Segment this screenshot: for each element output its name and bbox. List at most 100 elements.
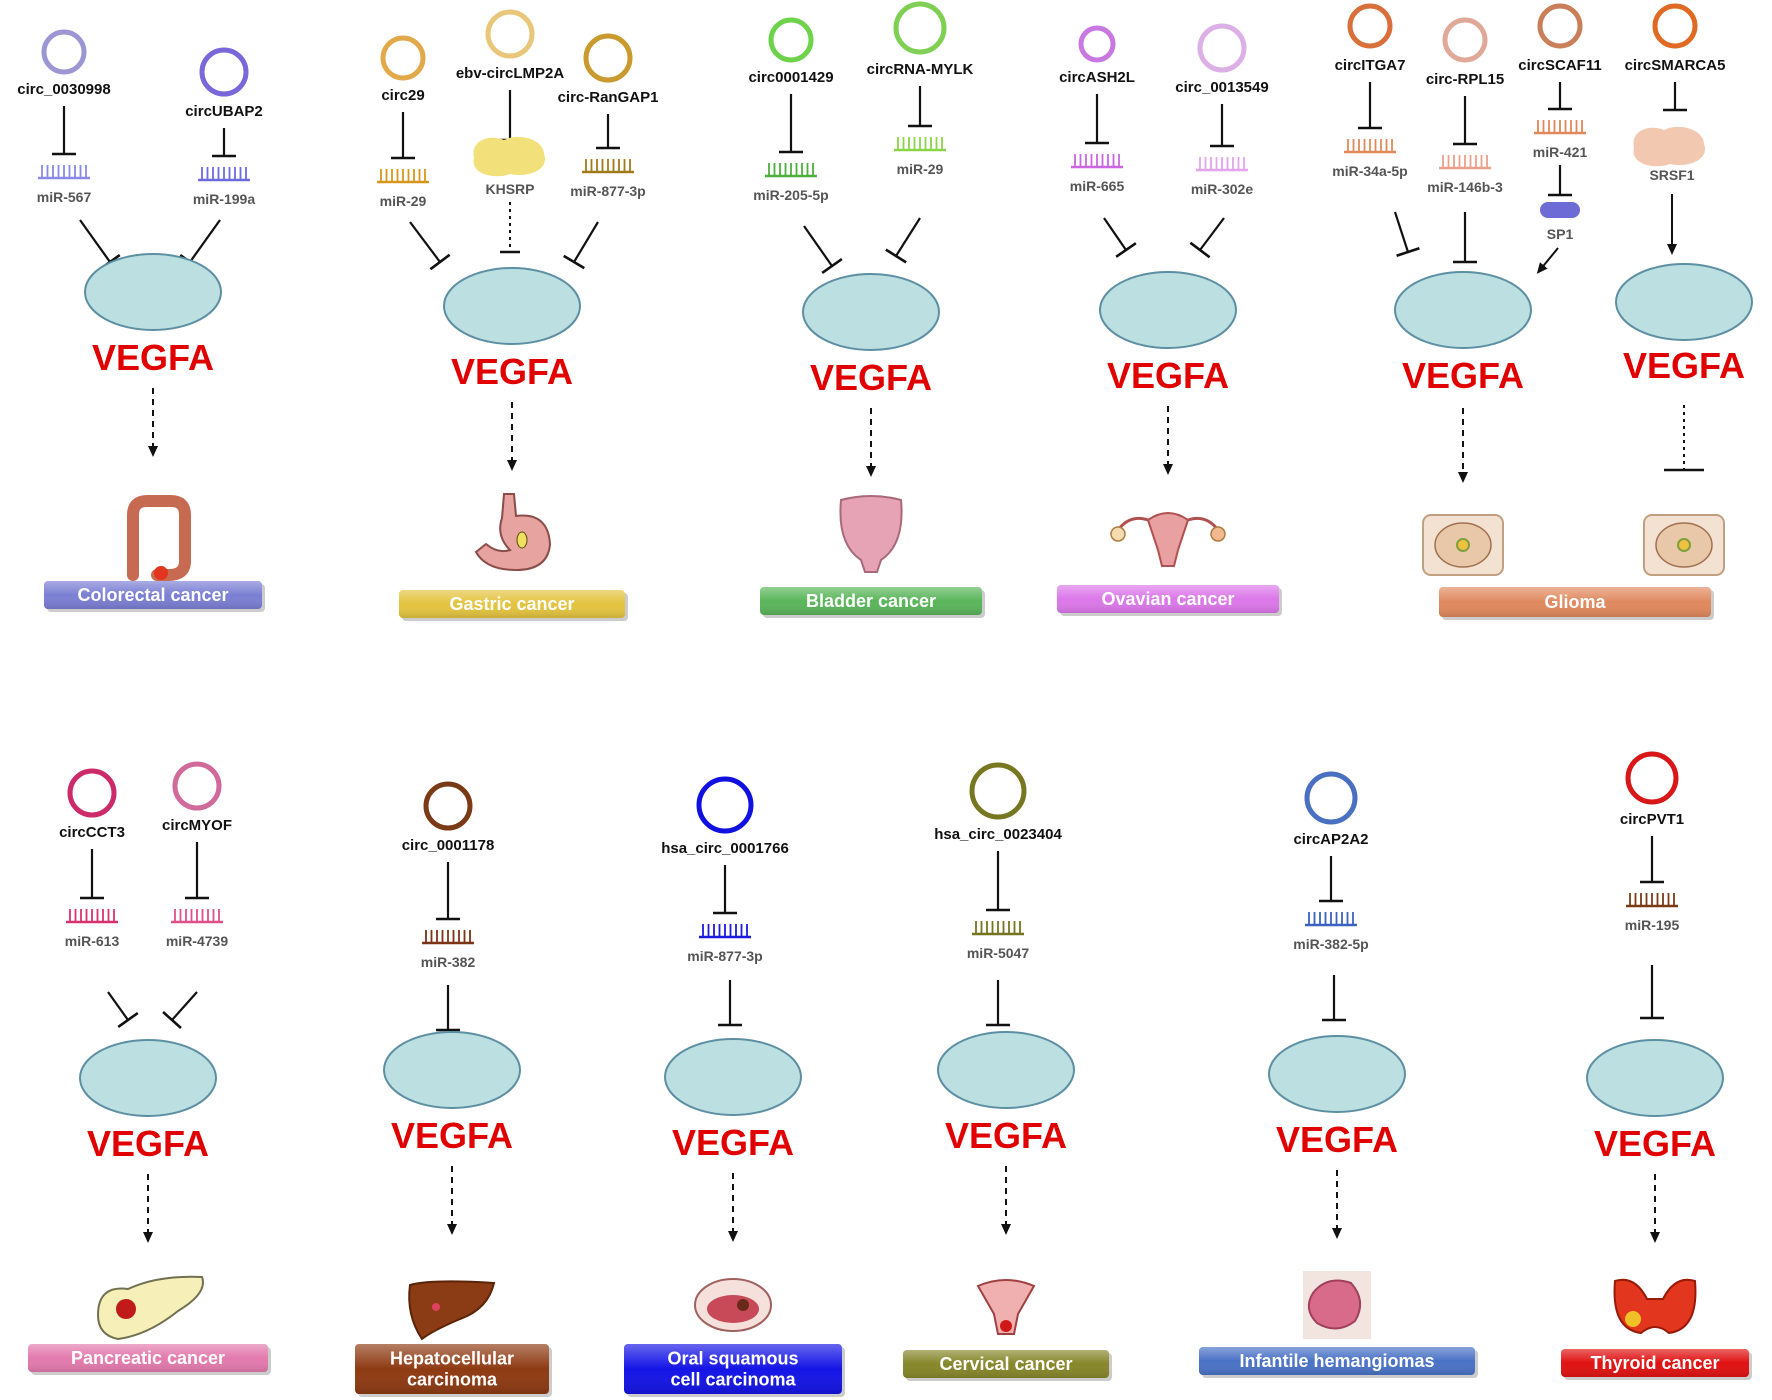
circrna-ring-icon <box>969 762 1027 820</box>
circ-inhibit-connector <box>1548 82 1572 111</box>
circrna-name: circ_0001178 <box>402 837 495 854</box>
inhibit-bar <box>821 258 843 274</box>
label-gloss <box>1439 587 1711 617</box>
protein-name: KHSRP <box>485 181 534 197</box>
connector-line <box>803 225 833 267</box>
circ-inhibit-connector <box>713 865 737 915</box>
cancer-label-text: Ovavian cancer <box>1101 589 1234 609</box>
mirna-name: miR-4739 <box>166 933 228 949</box>
circrna-ring-icon <box>199 47 249 97</box>
mirna-comb-icon <box>1344 139 1396 154</box>
protein-name: SRSF1 <box>1649 167 1694 183</box>
circ-inhibit-connector <box>1663 82 1687 112</box>
circ-inhibit-connector <box>779 94 803 154</box>
cancer-label-text: carcinoma <box>407 1370 498 1390</box>
protein-shape <box>473 136 546 177</box>
hemangioma-icon <box>1303 1271 1371 1339</box>
circ-inhibit-connector <box>1319 856 1343 903</box>
circ-inhibit-connector <box>1453 96 1477 146</box>
mirna-inhibit-connector <box>436 985 460 1032</box>
bladder-shape <box>839 495 903 573</box>
mirna-name: miR-205-5p <box>753 187 828 203</box>
mirna-inhibit-connector <box>1393 211 1420 257</box>
mirna-inhibit-connector <box>162 991 198 1029</box>
lesion-shape <box>1307 1279 1362 1330</box>
tumor-spot <box>154 566 168 580</box>
circrna-ring-icon <box>172 761 222 811</box>
vegfa-label: VEGFA <box>1594 1123 1716 1164</box>
circrna-name: hsa_circ_0001766 <box>661 840 789 857</box>
circrna-ring-icon <box>768 17 814 63</box>
mirna-comb-icon <box>765 163 817 178</box>
mirna-comb-icon <box>1534 120 1586 135</box>
mirna-inhibit-connector <box>1189 217 1225 259</box>
tumor-spot <box>116 1299 136 1319</box>
mirna-name: miR-146b-3 <box>1427 179 1503 195</box>
vegfa-label: VEGFA <box>92 337 214 378</box>
circrna-ring-icon <box>1078 25 1116 63</box>
circrna-ring-icon <box>1625 751 1679 805</box>
circ-inhibit-connector <box>1358 82 1382 130</box>
cancer-label-text: Cervical cancer <box>939 1354 1072 1374</box>
circ-inhibit-connector <box>1085 94 1109 145</box>
circrna-ring-icon <box>485 9 535 59</box>
circ-inhibit-connector <box>52 106 76 156</box>
branch: ebv-circLMP2A KHSRP <box>456 9 565 254</box>
circrna-ring-icon <box>1442 17 1488 63</box>
mirna-comb-icon <box>1196 157 1248 172</box>
mirna-inhibit-connector <box>1548 165 1572 197</box>
mirna-inhibit-connector <box>885 217 921 264</box>
cancer-type-label: Thyroid cancer <box>1561 1349 1752 1380</box>
vegfa-node <box>937 1031 1075 1109</box>
tumor-spot <box>1000 1320 1012 1332</box>
mirna-name: miR-195 <box>1625 917 1680 933</box>
cancer-label-text: Pancreatic cancer <box>71 1348 225 1368</box>
circrna-ring-icon <box>1197 23 1247 73</box>
brain-icon <box>1422 514 1504 576</box>
stomach-shape <box>474 493 552 572</box>
circrna-name: circ_0013549 <box>1175 79 1268 96</box>
circ-inhibit-connector <box>908 86 932 128</box>
label-gloss <box>1199 1347 1475 1375</box>
inhibit-bar <box>1396 247 1420 257</box>
circrna-ring-icon <box>893 1 947 55</box>
cancer-type-label: Ovavian cancer <box>1057 585 1282 616</box>
circrna-name: circRNA-MYLK <box>867 61 974 78</box>
tumor-spot <box>1456 538 1470 552</box>
circrna-ring-icon <box>696 776 754 834</box>
tumor-spot <box>516 531 528 549</box>
cancer-label-text: Colorectal cancer <box>77 585 228 605</box>
inhibit-bar <box>563 254 585 270</box>
vegfa-label: VEGFA <box>945 1115 1067 1156</box>
liver-shape <box>408 1280 496 1341</box>
circ-inhibit-connector <box>436 862 460 921</box>
label-gloss <box>903 1350 1109 1378</box>
circrna-ring-icon <box>1652 3 1698 49</box>
cervix-shape <box>976 1279 1036 1335</box>
mirna-inhibit-connector <box>1640 965 1664 1020</box>
connector-line <box>1103 217 1127 251</box>
thyroid-icon <box>1613 1278 1697 1335</box>
mirna-inhibit-connector <box>107 991 139 1029</box>
circrna-ring-icon <box>67 768 117 818</box>
circrna-name: ebv-circLMP2A <box>456 65 565 82</box>
mirna-name: miR-421 <box>1533 144 1588 160</box>
inhibit-bar <box>885 248 907 264</box>
panel-pancreatic: circCCT3miR-613circMYOFmiR-4739VEGFAPanc… <box>28 761 271 1375</box>
vegfa-label: VEGFA <box>1402 355 1524 396</box>
cancer-type-label: Cervical cancer <box>903 1350 1112 1381</box>
label-gloss <box>399 590 625 618</box>
circrna-ring-icon <box>41 29 87 75</box>
protein-blob-icon <box>1633 126 1706 167</box>
mirna-inhibit-connector <box>803 225 843 274</box>
inhibit-bar <box>429 253 451 271</box>
mirna-name: miR-613 <box>65 933 120 949</box>
